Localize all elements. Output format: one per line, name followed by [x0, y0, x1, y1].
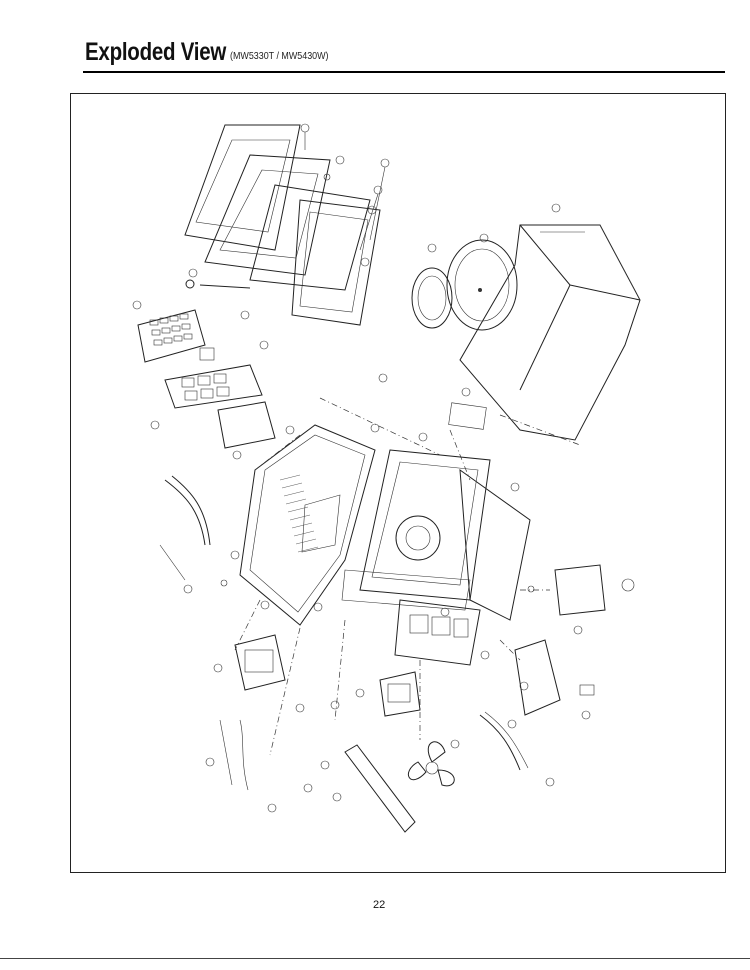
side-panel — [239, 424, 376, 626]
model-numbers: (MW5330T / MW5430W) — [230, 50, 329, 62]
page-title: Exploded View — [85, 38, 227, 66]
page-number: 22 — [373, 899, 386, 911]
turntable-tray — [446, 233, 518, 331]
transformer — [234, 634, 286, 691]
oven-cavity — [341, 402, 531, 666]
wire-harness — [159, 475, 249, 791]
diagram-frame — [70, 93, 726, 873]
door-assembly — [184, 124, 381, 326]
outer-cabinet — [459, 203, 641, 446]
header-rule — [83, 71, 725, 73]
fan-blade — [408, 741, 455, 787]
bottom-rail — [344, 744, 416, 833]
page-header: Exploded View (MW5330T / MW5430W) — [85, 38, 329, 67]
fan-motor-assembly — [554, 564, 635, 635]
control-panel — [137, 309, 276, 449]
magnetron — [379, 671, 421, 717]
control-pcb — [514, 639, 595, 716]
power-cord — [479, 711, 529, 771]
footer-rule — [0, 958, 750, 959]
turntable-ring — [411, 243, 453, 329]
